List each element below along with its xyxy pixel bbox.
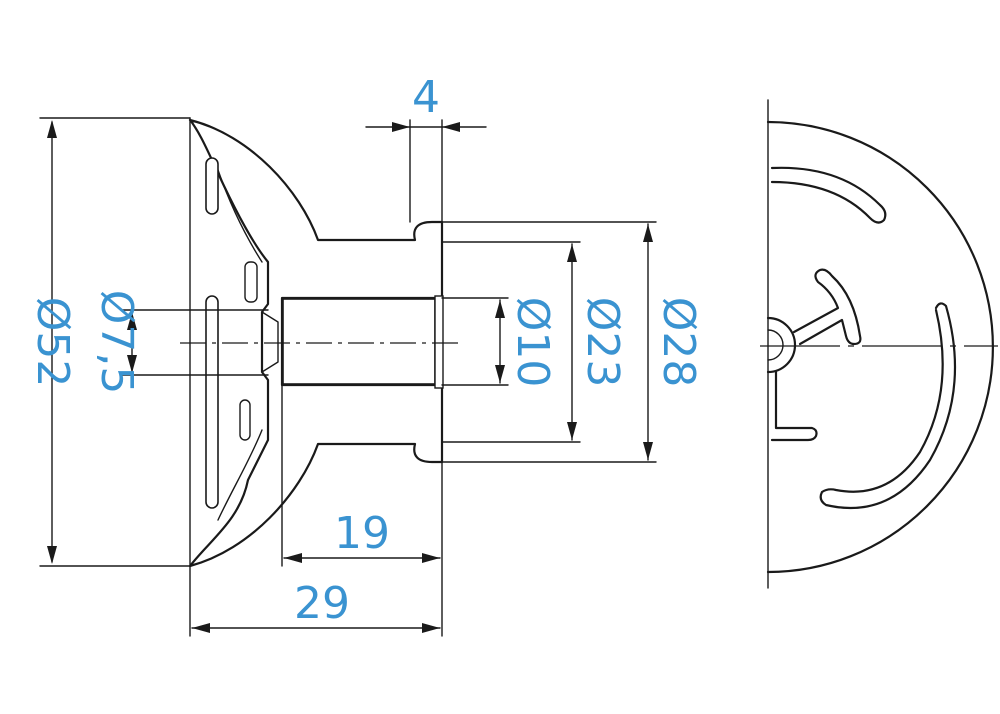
cup-slot-small-lower: [239, 399, 251, 441]
cup-inner-edge-lower: [217, 429, 263, 521]
front-slot-top: [770, 166, 887, 224]
dim-rim-diameter: Ø28: [653, 297, 704, 388]
cup-inner-edge: [217, 169, 263, 263]
front-view-outer-arc: [766, 120, 995, 574]
dim-hole-diameter: Ø7,5: [91, 290, 142, 395]
bore-cavity: [282, 298, 436, 385]
cup-slot-small: [244, 261, 258, 303]
dimension-lines: [39, 117, 657, 637]
center-hole-funnel: [261, 311, 279, 373]
dim-overall-length: 29: [294, 578, 350, 629]
front-spoke-upper: [792, 268, 862, 346]
front-hub-center: [766, 316, 797, 374]
cup-slot-upper: [205, 157, 219, 215]
front-slot-right: [819, 302, 957, 510]
dim-hub-length: 19: [334, 508, 390, 559]
dim-flange-diameter: Ø52: [27, 297, 78, 388]
front-spoke-lower: [770, 370, 818, 442]
front-view: [760, 99, 998, 589]
dimension-labels: 4 Ø52 Ø7,5 Ø10 Ø23 Ø28 19 29: [27, 72, 704, 629]
dim-flange-thickness: 4: [412, 72, 440, 123]
cup-slot-middle: [205, 295, 219, 509]
front-hub-inner: [767, 329, 784, 361]
dim-bore-diameter: Ø10: [507, 297, 558, 388]
section-view: [180, 117, 460, 637]
section-body-hatch: [188, 118, 444, 568]
dim-hub-diameter: Ø23: [577, 297, 628, 388]
bore-step: [434, 295, 444, 389]
